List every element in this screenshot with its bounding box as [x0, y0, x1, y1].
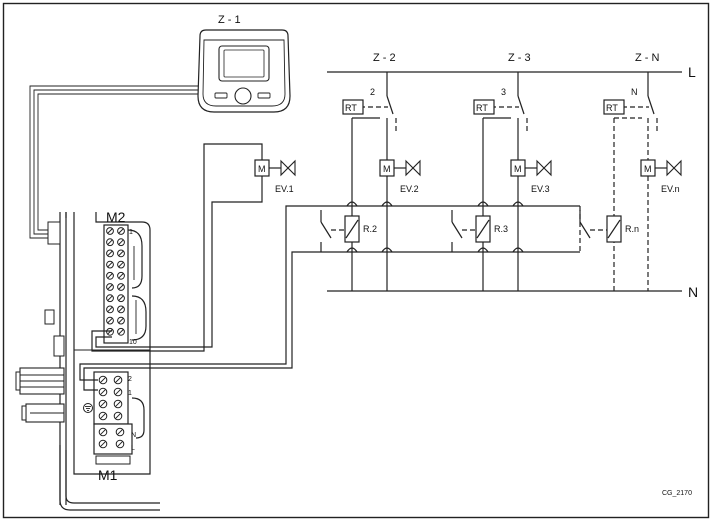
zoneN-circuit [579, 72, 658, 291]
valve-ev3-label: EV.3 [531, 184, 550, 194]
thermostat-rt-z3 [473, 99, 495, 115]
thermostat-z2-terminal: 2 [370, 87, 375, 97]
motor-evn-label: M [644, 164, 652, 174]
drawing-code: CG_2170 [662, 490, 692, 497]
motor-ev2-label: M [383, 164, 391, 174]
neutral-label-N: N [688, 284, 698, 300]
valve-ev3-icon [536, 160, 552, 176]
boiler-unit [15, 212, 160, 511]
relay-r3-label: R.3 [494, 224, 508, 234]
zone-label-zn: Z - N [635, 52, 659, 64]
terminal-block-m1-label: M1 [98, 467, 118, 483]
room-controller [197, 29, 291, 113]
valve-ev1-label: EV.1 [275, 184, 294, 194]
terminal-block-m2-label: M2 [106, 209, 126, 225]
terminal-block-m2 [103, 224, 147, 344]
m1-terminal-1: 1 [128, 390, 132, 397]
zone-label-z3: Z - 3 [508, 52, 531, 64]
thermostat-z3-terminal: 3 [501, 87, 506, 97]
motor-ev3-label: M [514, 164, 522, 174]
ground-icon [83, 403, 93, 413]
m1-terminal-L: L [131, 445, 135, 452]
valve-ev1-icon [280, 160, 296, 176]
zone-label-z1: Z - 1 [218, 14, 241, 26]
terminal-block-m1 [83, 371, 145, 465]
valve-evn-label: EV.n [661, 184, 680, 194]
m1-terminal-2: 2 [128, 376, 132, 383]
ev1-wiring [91, 143, 263, 352]
wire-crossings [346, 201, 524, 253]
zone-label-z2: Z - 2 [373, 52, 396, 64]
m1-terminal-N: N [131, 432, 136, 439]
motor-ev1-label: M [258, 164, 266, 174]
m2-terminal-10: 10 [129, 339, 137, 346]
relay-r2-label: R.2 [363, 224, 377, 234]
m2-terminal-1: 1 [129, 229, 133, 236]
controller-knob [234, 87, 252, 105]
thermostat-rt-z3-label: RT [476, 103, 488, 113]
thermostat-zn-terminal: N [631, 87, 638, 97]
relay-rn-label: R.n [625, 224, 639, 234]
valve-evn-icon [666, 160, 682, 176]
relay-feed-wiring [79, 205, 580, 391]
zone3-circuit [451, 72, 528, 291]
valve-ev2-icon [405, 160, 421, 176]
thermostat-rt-z2 [342, 99, 364, 115]
thermostat-rt-zn-label: RT [606, 103, 618, 113]
thermostat-rt-zn [603, 99, 625, 115]
valve-ev2-label: EV.2 [400, 184, 419, 194]
zone2-circuit [320, 72, 397, 291]
phase-label-L: L [688, 64, 696, 80]
thermostat-rt-z2-label: RT [345, 103, 357, 113]
